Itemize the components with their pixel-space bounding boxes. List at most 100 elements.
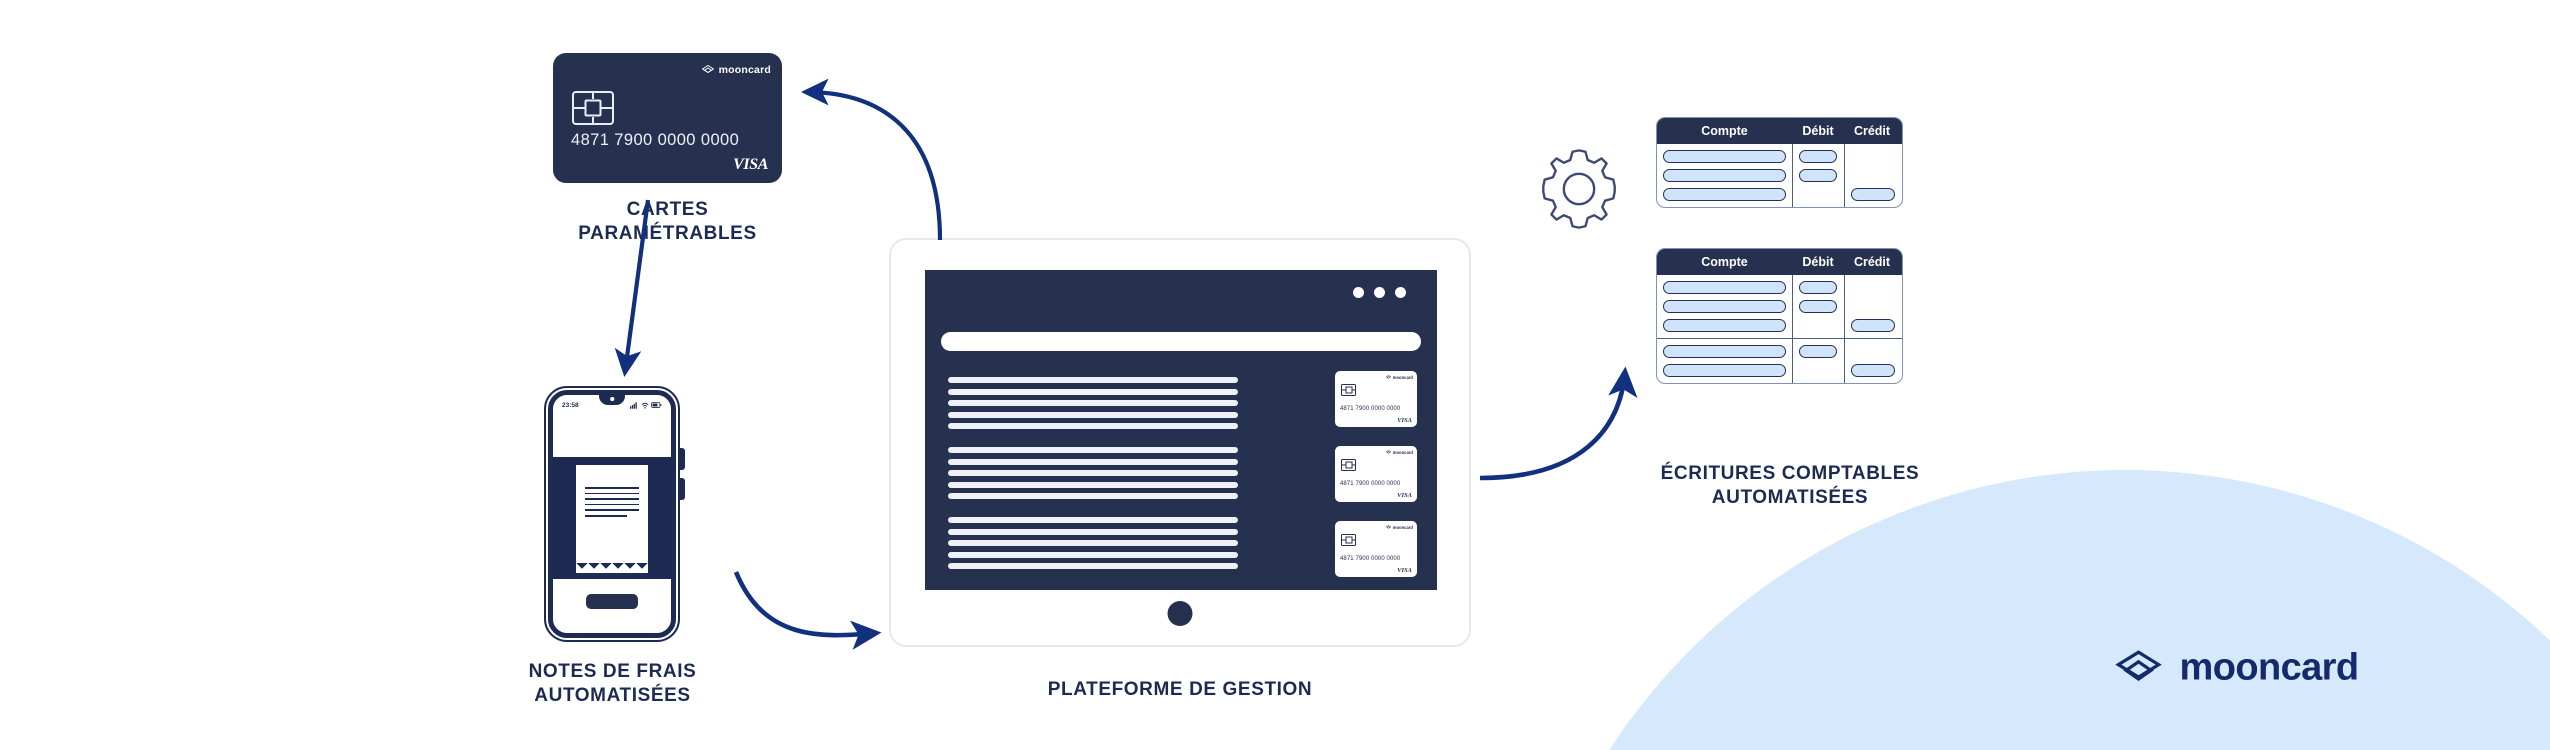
platform-content-rows bbox=[948, 377, 1238, 587]
mooncard-diamond-icon bbox=[1385, 375, 1391, 379]
accounting-table-2: Compte Débit Crédit bbox=[1656, 248, 1903, 384]
phone-screen-content bbox=[553, 457, 671, 579]
card-brand-logo: mooncard bbox=[701, 64, 771, 76]
value-pill bbox=[1663, 150, 1786, 163]
table-header-debit: Débit bbox=[1802, 124, 1834, 138]
value-pill bbox=[1663, 300, 1786, 313]
caption-plateforme-de-gestion: PLATEFORME DE GESTION bbox=[1047, 679, 1313, 700]
arrow-platform-to-card bbox=[800, 78, 943, 241]
mini-card-chip-icon bbox=[1341, 384, 1356, 396]
card-chip-icon bbox=[572, 91, 614, 125]
card-brand-label: mooncard bbox=[718, 64, 771, 76]
receipt-torn-edge bbox=[576, 563, 648, 573]
mini-card-number: 4871 7900 0000 0000 bbox=[1340, 406, 1401, 412]
mini-card-number: 4871 7900 0000 0000 bbox=[1340, 481, 1401, 487]
cell-compte bbox=[1657, 275, 1793, 338]
platform-card-list: mooncard 4871 7900 0000 0000 VISA moonca… bbox=[1335, 371, 1417, 577]
smartphone-graphic: 23:58 bbox=[548, 390, 676, 638]
mini-bank-card: mooncard 4871 7900 0000 0000 VISA bbox=[1335, 446, 1417, 502]
arrow-phone-to-platform bbox=[733, 571, 882, 650]
platform-search-bar[interactable] bbox=[941, 332, 1421, 351]
phone-side-button-volume bbox=[680, 448, 685, 470]
receipt-text-lines bbox=[585, 487, 639, 521]
table-header-debit: Débit bbox=[1802, 255, 1834, 269]
table-header-compte: Compte bbox=[1701, 255, 1748, 269]
tablet-home-button[interactable] bbox=[1167, 601, 1193, 626]
table-row-section bbox=[1657, 144, 1902, 207]
value-pill bbox=[1799, 300, 1837, 313]
cell-credit bbox=[1845, 144, 1901, 207]
phone-status-icons bbox=[630, 401, 662, 409]
gear-icon bbox=[1542, 149, 1616, 229]
caption-notes-de-frais: NOTES DE FRAIS AUTOMATISÉES bbox=[528, 661, 697, 707]
mini-card-brand-logo: mooncard bbox=[1385, 525, 1413, 530]
value-pill bbox=[1799, 169, 1837, 182]
receipt-graphic bbox=[576, 465, 648, 573]
mooncard-diamond-icon bbox=[1385, 450, 1391, 454]
caption-cartes-parametrables: CARTES PARAMÉTRABLES bbox=[578, 199, 757, 245]
mooncard-diamond-icon bbox=[1385, 525, 1391, 529]
table-header-row: Compte Débit Crédit bbox=[1657, 249, 1902, 275]
value-pill bbox=[1663, 188, 1786, 201]
mooncard-diamond-icon bbox=[2115, 649, 2162, 681]
table-header-credit: Crédit bbox=[1853, 255, 1891, 269]
brand-name-label: mooncard bbox=[2179, 646, 2360, 689]
dot-2 bbox=[1374, 287, 1385, 298]
value-pill bbox=[1663, 319, 1786, 332]
mini-card-chip-icon bbox=[1341, 459, 1356, 471]
phone-notch bbox=[599, 395, 625, 405]
value-pill bbox=[1663, 169, 1786, 182]
cell-credit bbox=[1845, 275, 1901, 338]
mini-card-network-logo: VISA bbox=[1397, 417, 1412, 424]
caption-ecritures-comptables: ÉCRITURES COMPTABLES AUTOMATISÉES bbox=[1660, 463, 1920, 509]
content-group bbox=[948, 447, 1238, 499]
cell-debit bbox=[1793, 144, 1845, 207]
table-row-section bbox=[1657, 339, 1902, 383]
cell-compte bbox=[1657, 144, 1793, 207]
mini-card-number: 4871 7900 0000 0000 bbox=[1340, 556, 1401, 562]
value-pill bbox=[1663, 281, 1786, 294]
value-pill bbox=[1663, 345, 1786, 358]
card-number: 4871 7900 0000 0000 bbox=[571, 131, 740, 149]
value-pill bbox=[1851, 188, 1895, 201]
content-group bbox=[948, 517, 1238, 569]
cell-debit bbox=[1793, 339, 1845, 383]
mini-card-brand-label: mooncard bbox=[1392, 375, 1413, 380]
dot-1 bbox=[1353, 287, 1364, 298]
mini-card-network-logo: VISA bbox=[1397, 567, 1412, 574]
tablet-graphic: mooncard 4871 7900 0000 0000 VISA moonca… bbox=[889, 238, 1471, 647]
mini-bank-card: mooncard 4871 7900 0000 0000 VISA bbox=[1335, 371, 1417, 427]
phone-clock: 23:58 bbox=[562, 401, 579, 409]
phone-status-bar: 23:58 bbox=[553, 395, 671, 415]
bank-card-graphic: mooncard 4871 7900 0000 0000 VISA bbox=[553, 53, 782, 183]
cell-debit bbox=[1793, 275, 1845, 338]
table-row-section bbox=[1657, 275, 1902, 339]
cell-compte bbox=[1657, 339, 1793, 383]
mooncard-diamond-icon bbox=[701, 65, 714, 74]
mini-card-brand-logo: mooncard bbox=[1385, 450, 1413, 455]
value-pill bbox=[1799, 345, 1837, 358]
mini-card-brand-label: mooncard bbox=[1392, 525, 1413, 530]
phone-action-button bbox=[586, 594, 638, 609]
background-circle-decoration bbox=[1510, 470, 2550, 750]
value-pill bbox=[1663, 364, 1786, 377]
cell-credit bbox=[1845, 339, 1901, 383]
phone-side-button-power bbox=[680, 478, 685, 500]
battery-icon bbox=[651, 402, 662, 408]
dot-3 bbox=[1395, 287, 1406, 298]
signal-icon bbox=[630, 401, 637, 409]
value-pill bbox=[1851, 319, 1895, 332]
value-pill bbox=[1799, 281, 1837, 294]
accounting-table-1: Compte Débit Crédit bbox=[1656, 117, 1903, 208]
content-group bbox=[948, 377, 1238, 429]
mini-card-chip-icon bbox=[1341, 534, 1356, 546]
value-pill bbox=[1799, 150, 1837, 163]
mini-card-network-logo: VISA bbox=[1397, 492, 1412, 499]
table-header-row: Compte Débit Crédit bbox=[1657, 118, 1902, 144]
card-network-logo: VISA bbox=[733, 156, 768, 173]
window-control-dots bbox=[1353, 287, 1406, 298]
value-pill bbox=[1851, 364, 1895, 377]
table-header-credit: Crédit bbox=[1853, 124, 1891, 138]
wifi-icon bbox=[640, 402, 649, 409]
